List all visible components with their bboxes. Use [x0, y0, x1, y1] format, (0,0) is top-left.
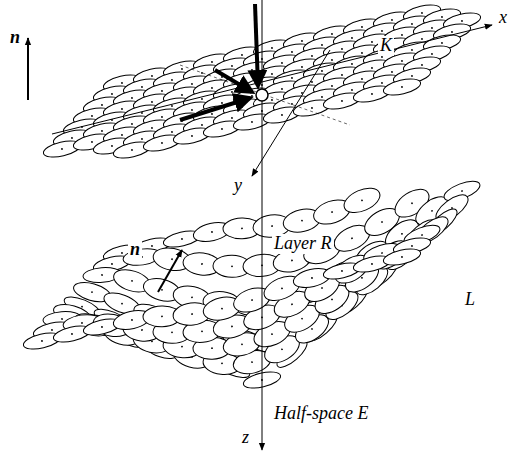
molecule-ellipse — [382, 76, 422, 98]
curved-layer-L — [22, 177, 482, 391]
layer-k-label: K — [378, 36, 394, 56]
anchoring-arrows — [180, 4, 258, 120]
x-axis — [52, 25, 492, 134]
origin — [256, 89, 268, 101]
axis-x-label: x — [497, 8, 509, 28]
layer-l-label: L — [463, 290, 477, 310]
y-axis — [252, 50, 330, 176]
director-arrow — [27, 38, 29, 100]
layer-r-label: Layer R — [272, 234, 334, 254]
guide-line — [180, 65, 350, 125]
vector-n-label: n — [128, 240, 142, 260]
vector-n-label: n — [8, 28, 22, 48]
half-space-label: Half-space E — [272, 404, 370, 424]
axis-y-label: y — [232, 176, 244, 196]
axis-z-label: z — [240, 428, 251, 448]
molecule-ellipse — [382, 246, 422, 268]
z-axis — [262, 0, 263, 450]
director-arrow — [158, 250, 182, 292]
